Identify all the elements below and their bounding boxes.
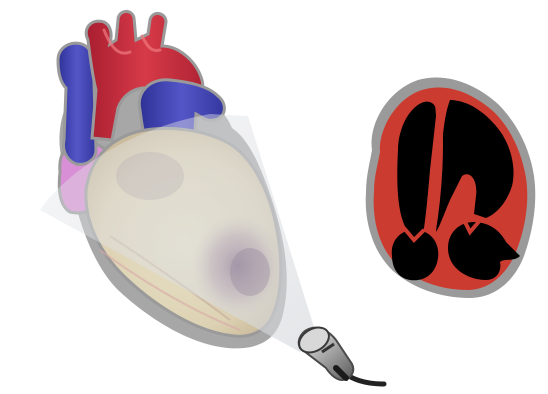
ultrasound-probe (295, 322, 384, 384)
echocardiogram-view (366, 77, 536, 298)
